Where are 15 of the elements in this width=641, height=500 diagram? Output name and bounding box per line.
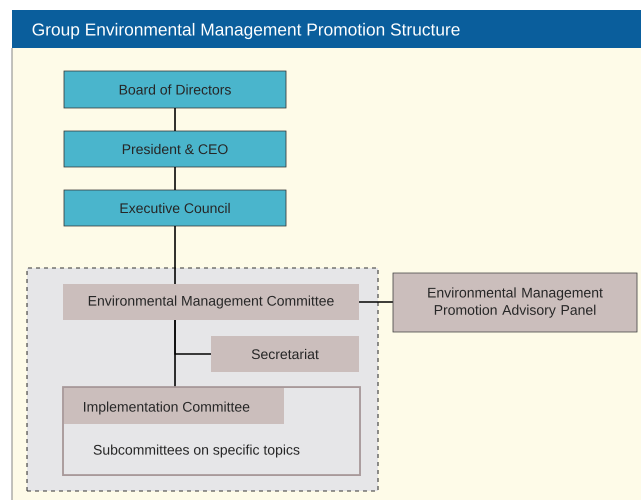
connector-line: [359, 301, 393, 303]
org-box: Executive Council: [64, 190, 286, 226]
committee-tab: Implementation Committee: [64, 388, 284, 424]
committee-box: Secretariat: [211, 336, 359, 372]
committee-box: Environmental Management Committee: [63, 284, 359, 320]
connector-line: [174, 108, 176, 131]
connector-line: [174, 226, 176, 284]
committee-box: [62, 386, 361, 476]
org-box: Board of Directors: [64, 70, 286, 108]
title-bar: Group Environmental Management Promotion Structure: [12, 10, 641, 48]
panel-box: Environmental Management Promotion Advisory Panel: [392, 272, 638, 332]
connector-line: [174, 320, 176, 387]
connector-line: [174, 167, 176, 190]
org-box: President & CEO: [64, 130, 286, 168]
box-label: Subcommittees on specific topics: [94, 444, 300, 458]
